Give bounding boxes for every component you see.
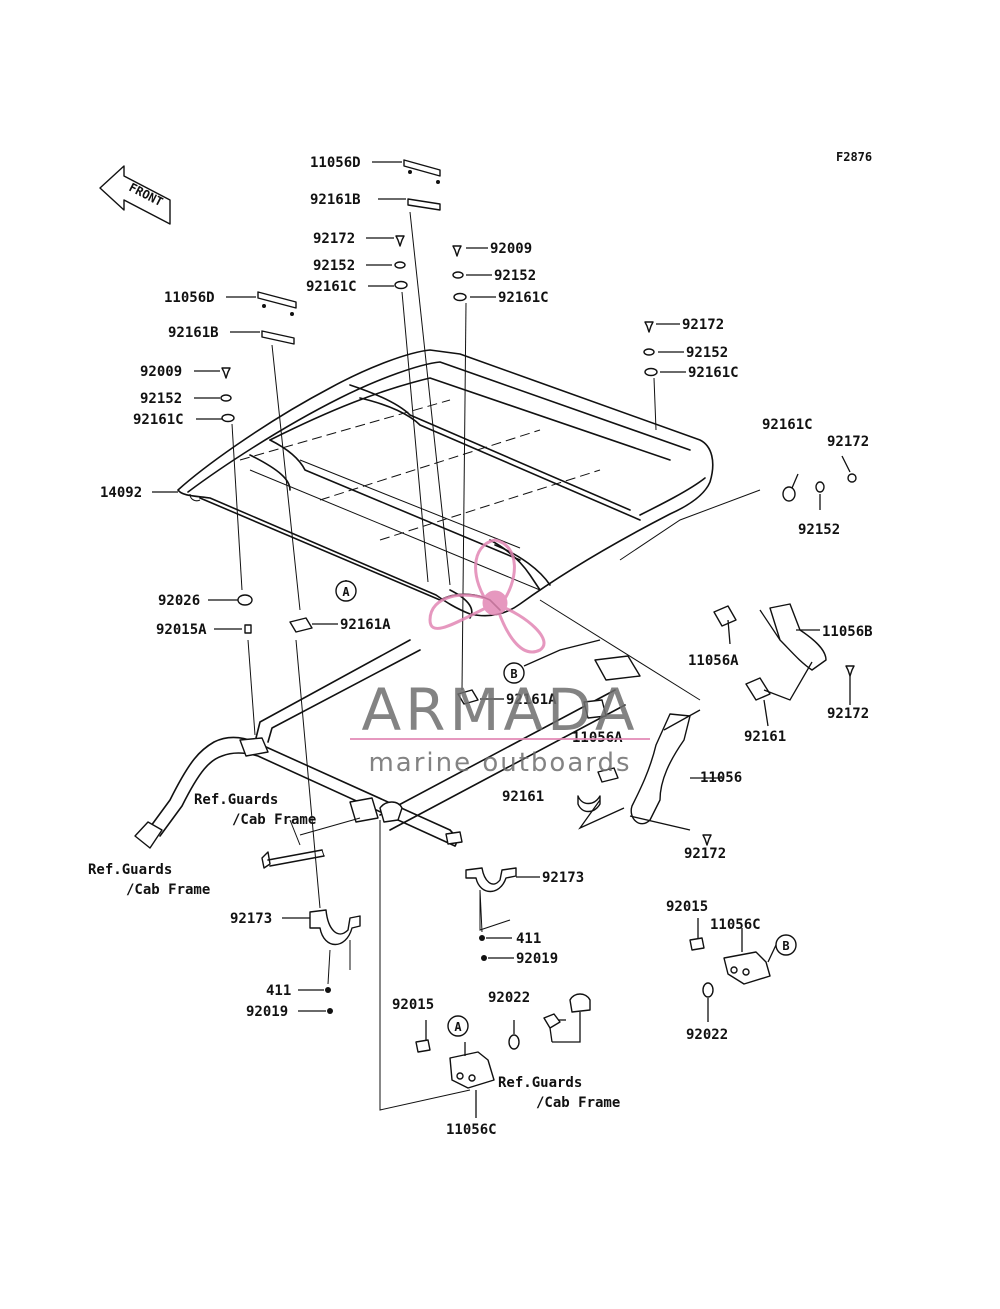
part-label: 11056C [710, 917, 761, 933]
part-label: 92161C [498, 290, 549, 306]
ref-label-line1: Ref.Guards [498, 1075, 582, 1091]
part-label: 14092 [100, 485, 142, 501]
figure-code: F2876 [836, 150, 872, 164]
ref-label-line1: Ref.Guards [194, 792, 278, 808]
part-label: 92173 [230, 911, 272, 927]
part-label: 411 [516, 931, 541, 947]
part-label: 92019 [246, 1004, 288, 1020]
part-label: 411 [266, 983, 291, 999]
part-label: 92161C [133, 412, 184, 428]
small-parts [220, 159, 857, 1089]
ref-labels: Ref.Guards /Cab Frame Ref.Guards /Cab Fr… [88, 792, 620, 1111]
callouts: A B B A [335, 580, 797, 1037]
part-label: 11056D [310, 155, 361, 171]
callout-b-bottom: B [782, 939, 789, 953]
part-label: 92161 [502, 789, 544, 805]
part-labels: 11056D 92161B 92172 92152 92161C 92009 9… [100, 155, 873, 1138]
part-label: 92152 [798, 522, 840, 538]
part-label: 92019 [516, 951, 558, 967]
leader-lines [152, 161, 851, 1118]
part-label: 92161B [310, 192, 361, 208]
watermark: ARMADA marine outboards [350, 538, 650, 778]
part-label: 92152 [140, 391, 182, 407]
part-label: 92026 [158, 593, 200, 609]
roof-panel-drawing [177, 349, 714, 619]
part-label: 92015 [666, 899, 708, 915]
part-label: 92172 [684, 846, 726, 862]
part-label: 92152 [313, 258, 355, 274]
part-label: 11056D [164, 290, 215, 306]
part-label: 92161C [762, 417, 813, 433]
part-label: 92009 [490, 241, 532, 257]
part-label: 92161A [506, 692, 557, 708]
part-label: 11056B [822, 624, 873, 640]
watermark-brand: ARMADA [361, 676, 638, 744]
part-label: 92015 [392, 997, 434, 1013]
part-label: 92161C [306, 279, 357, 295]
watermark-tagline: marine outboards [368, 748, 631, 778]
part-label: 92022 [686, 1027, 728, 1043]
cab-frame-drawing [134, 639, 641, 869]
part-label: 92022 [488, 990, 530, 1006]
ref-label-line2: /Cab Frame [126, 882, 210, 898]
part-label: 11056A [688, 653, 739, 669]
part-label: 92172 [827, 706, 869, 722]
part-label: 92173 [542, 870, 584, 886]
callout-a-bottom: A [454, 1020, 462, 1034]
part-label: 92152 [494, 268, 536, 284]
part-label: 92009 [140, 364, 182, 380]
ref-label-line1: Ref.Guards [88, 862, 172, 878]
ref-label-line2: /Cab Frame [536, 1095, 620, 1111]
part-label: 11056 [700, 770, 742, 786]
part-label: 92172 [313, 231, 355, 247]
part-label: 92172 [827, 434, 869, 450]
part-label: 92161B [168, 325, 219, 341]
part-label: 92172 [682, 317, 724, 333]
callout-b-top: B [510, 667, 517, 681]
front-arrow-icon: FRONT [99, 165, 171, 225]
callout-a-top: A [342, 585, 350, 599]
part-label: 92015A [156, 622, 207, 638]
part-label: 92161 [744, 729, 786, 745]
part-label: 92152 [686, 345, 728, 361]
part-label: 11056C [446, 1122, 497, 1138]
part-label: 92161A [340, 617, 391, 633]
part-label: 92161C [688, 365, 739, 381]
ref-label-line2: /Cab Frame [232, 812, 316, 828]
propeller-logo-icon [428, 538, 546, 654]
